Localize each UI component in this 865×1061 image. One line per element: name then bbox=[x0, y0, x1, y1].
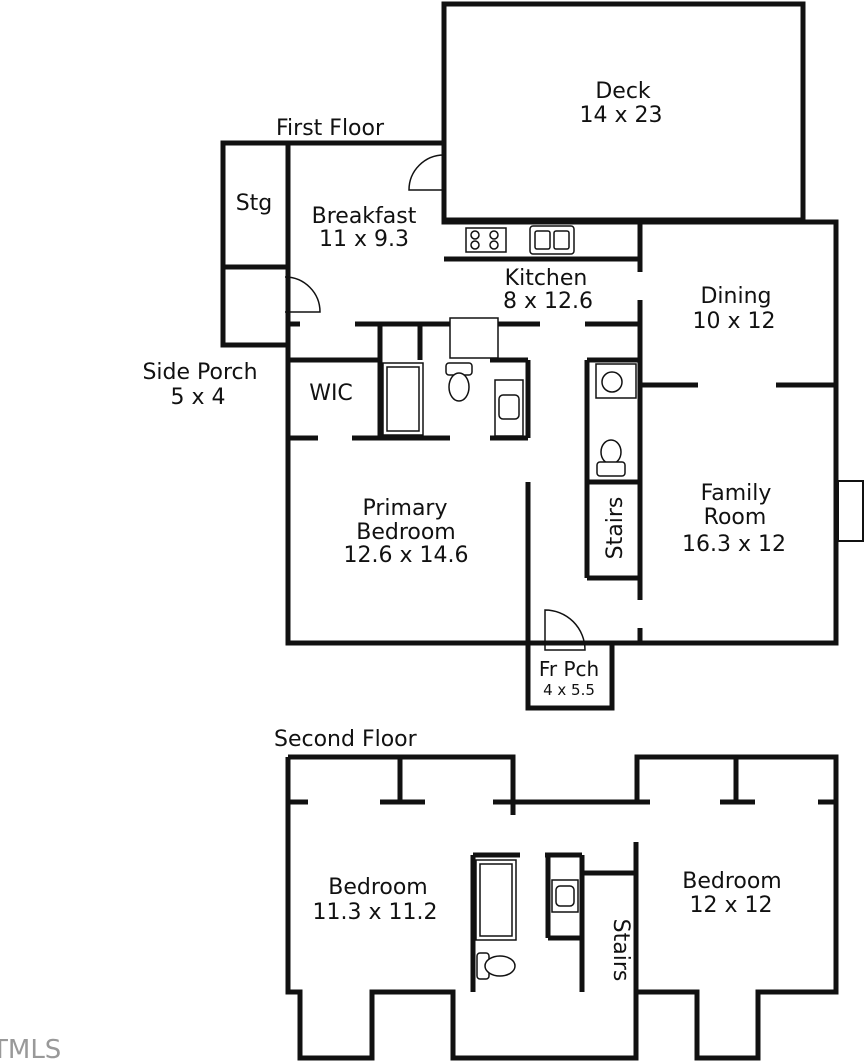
interior-walls bbox=[288, 222, 836, 643]
primary-bedroom-size: 12.6 x 14.6 bbox=[344, 543, 469, 568]
front-porch-size: 4 x 5.5 bbox=[543, 681, 595, 699]
deck-label: Deck bbox=[595, 79, 651, 104]
family-room-label-1: Family bbox=[701, 481, 772, 506]
family-room-label-2: Room bbox=[704, 505, 767, 530]
deck-size: 14 x 23 bbox=[580, 103, 663, 128]
kitchen-size: 8 x 12.6 bbox=[503, 289, 593, 314]
breakfast-label: Breakfast bbox=[312, 204, 417, 229]
bedroom-right-size: 12 x 12 bbox=[690, 893, 773, 918]
breakfast-size: 11 x 9.3 bbox=[319, 227, 409, 252]
bedroom-right-label: Bedroom bbox=[682, 869, 782, 894]
first-floor: First Floor Deck 14 x 23 Stg Breakfast 1… bbox=[142, 1, 864, 711]
kitchen-fixtures bbox=[449, 225, 575, 359]
bedroom-left-size: 11.3 x 11.2 bbox=[313, 900, 438, 925]
wic-label: WIC bbox=[309, 381, 353, 406]
half-bath-fixtures bbox=[595, 363, 637, 477]
second-stairs-label: Stairs bbox=[608, 919, 633, 982]
dining-size: 10 x 12 bbox=[693, 309, 776, 334]
second-floor-bath-fixtures bbox=[475, 859, 579, 980]
dining-label: Dining bbox=[700, 284, 771, 309]
second-floor-exterior-wall bbox=[285, 754, 839, 1061]
primary-bath-fixtures bbox=[382, 362, 524, 437]
tmls-watermark: TMLS bbox=[0, 1035, 61, 1061]
primary-bedroom-label-2: Bedroom bbox=[356, 520, 456, 545]
side-porch-label: Side Porch bbox=[142, 360, 257, 385]
door-swings bbox=[284, 154, 586, 651]
storage-label: Stg bbox=[236, 191, 273, 216]
first-floor-title: First Floor bbox=[276, 116, 385, 141]
half-bath-toilet-icon bbox=[600, 439, 622, 465]
primary-bedroom-label-1: Primary bbox=[362, 496, 447, 521]
second-floor-interior-walls bbox=[288, 757, 836, 992]
bedroom-left-label: Bedroom bbox=[328, 875, 428, 900]
island-icon bbox=[449, 317, 499, 359]
fireplace bbox=[837, 480, 864, 542]
front-porch-label: Fr Pch bbox=[539, 657, 599, 681]
second-floor: Second Floor Bedroom 11.3 x 11.2 Bedroom… bbox=[274, 727, 839, 1061]
second-floor-title: Second Floor bbox=[274, 727, 418, 752]
kitchen-label: Kitchen bbox=[505, 266, 588, 291]
first-stairs-label: Stairs bbox=[603, 497, 628, 560]
side-porch-outline bbox=[220, 267, 288, 348]
side-porch-size: 5 x 4 bbox=[171, 385, 226, 410]
family-room-size: 16.3 x 12 bbox=[682, 532, 786, 557]
front-porch-outline bbox=[525, 643, 615, 711]
